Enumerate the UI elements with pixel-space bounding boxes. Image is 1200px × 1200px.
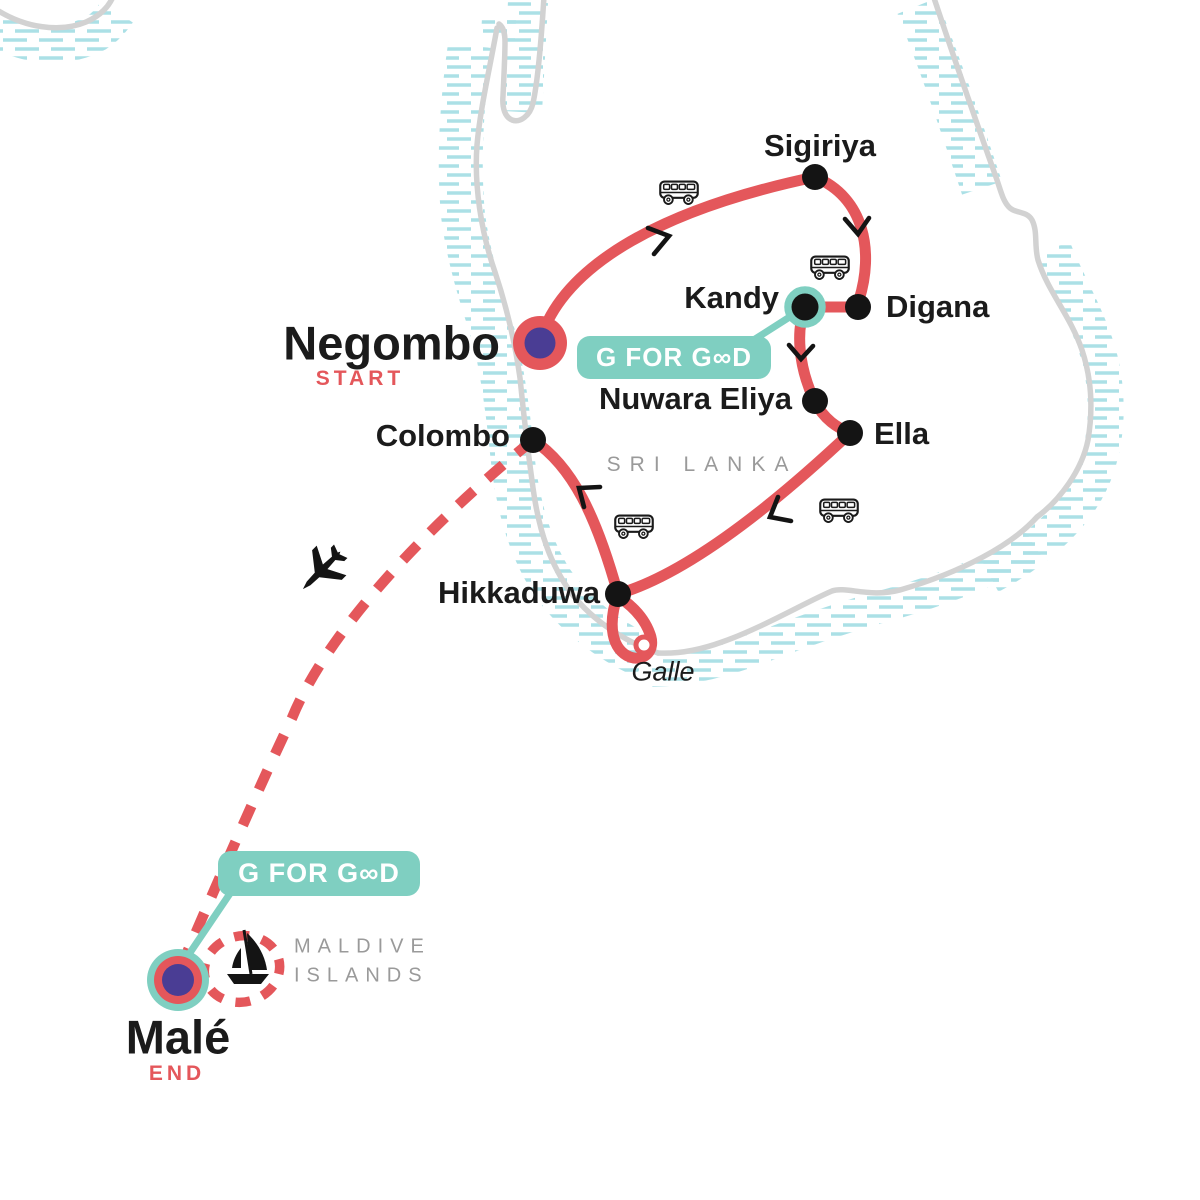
transport-icons bbox=[227, 180, 859, 984]
label-start-tag: START bbox=[315, 367, 405, 390]
label-kandy: Kandy bbox=[684, 280, 779, 315]
maldives-loop bbox=[199, 930, 285, 1008]
bus-icon bbox=[819, 498, 859, 524]
marker-negombo-start bbox=[513, 316, 567, 370]
plane-icon bbox=[288, 536, 356, 604]
marker-galle bbox=[633, 634, 655, 656]
bus-icon bbox=[659, 180, 699, 206]
sailboat-icon bbox=[227, 929, 269, 984]
label-end-tag: END bbox=[148, 1062, 206, 1085]
marker-kandy bbox=[784, 286, 826, 328]
east-south-coast bbox=[655, 0, 1094, 656]
label-colombo: Colombo bbox=[375, 418, 510, 453]
markers bbox=[147, 164, 871, 1011]
india-coast bbox=[0, 0, 115, 31]
marker-ella bbox=[837, 420, 863, 446]
label-digana: Digana bbox=[886, 289, 990, 324]
label-hikkaduwa: Hikkaduwa bbox=[438, 575, 600, 610]
label-male: Malé bbox=[125, 1010, 231, 1064]
bus-icon bbox=[614, 514, 654, 540]
marker-nuwara-eliya bbox=[802, 388, 828, 414]
route-arrows bbox=[576, 215, 872, 524]
label-ella: Ella bbox=[874, 416, 930, 451]
jaffna-lagoon bbox=[496, 0, 547, 124]
label-maldive-islands-line2: ISLANDS bbox=[294, 964, 429, 987]
arrow-to-nuwara bbox=[786, 342, 816, 363]
label-maldive-islands-line1: MALDIVE bbox=[294, 935, 431, 958]
g-for-good-badge-male: G FOR G∞D bbox=[218, 851, 420, 896]
west-coast bbox=[473, 25, 661, 656]
marker-sigiriya bbox=[802, 164, 828, 190]
flight-route bbox=[178, 435, 537, 1008]
arrow-to-sigiriya bbox=[645, 225, 673, 257]
label-negombo: Negombo bbox=[283, 316, 500, 370]
label-galle: Galle bbox=[631, 656, 695, 687]
route-ella-hikkaduwa bbox=[612, 427, 856, 600]
g-for-good-badge-kandy: G FOR G∞D bbox=[577, 336, 771, 379]
label-nuwara-eliya: Nuwara Eliya bbox=[599, 381, 792, 416]
label-sri-lanka: SRI LANKA bbox=[606, 453, 798, 476]
marker-digana bbox=[845, 294, 871, 320]
flight-dash-colombo-male bbox=[178, 435, 537, 965]
marker-hikkaduwa bbox=[605, 581, 631, 607]
marker-colombo bbox=[520, 427, 546, 453]
label-sigiriya: Sigiriya bbox=[764, 128, 876, 163]
coast-hatching bbox=[0, 0, 1124, 687]
route-sigiriya-digana bbox=[809, 171, 872, 313]
arrow-to-digana bbox=[842, 215, 872, 238]
bus-icon bbox=[810, 255, 850, 281]
coastlines bbox=[0, 0, 1094, 656]
arrow-to-colombo bbox=[576, 484, 603, 510]
route-negombo-sigiriya bbox=[534, 171, 821, 348]
marker-male-end bbox=[147, 949, 209, 1011]
arrow-to-hikkaduwa bbox=[766, 494, 794, 524]
